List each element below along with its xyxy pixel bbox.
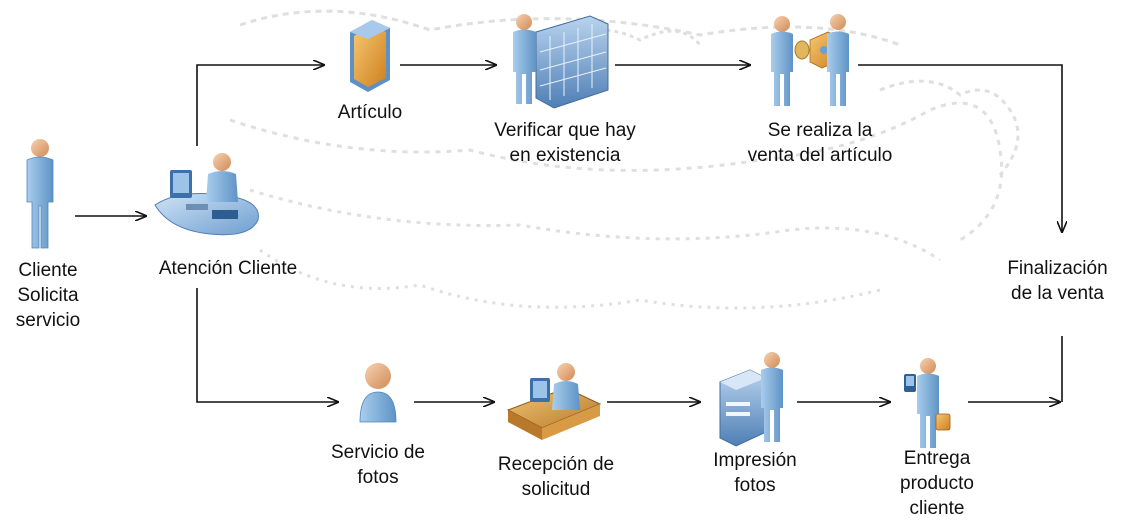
node-impresion-label: Impresión fotos <box>700 448 810 498</box>
label-line: fotos <box>734 475 776 496</box>
node-verificar-label: Verificar que hay en existencia <box>480 118 650 168</box>
label-line: Artículo <box>337 102 403 123</box>
label-line: Recepción de <box>497 454 615 475</box>
arrow-atencion-to-servicio-fotos <box>196 288 338 402</box>
sale-exchange-icon <box>771 14 849 106</box>
node-finalizacion-label: Finalización de la venta <box>995 256 1120 306</box>
connectors <box>75 65 1062 402</box>
node-entrega-label: Entrega producto cliente <box>882 446 992 521</box>
label-line: Atención Cliente <box>158 258 298 279</box>
label-line: servicio <box>15 310 81 331</box>
label-line: Impresión <box>713 450 797 471</box>
label-line: Servicio de <box>331 442 425 463</box>
product-box-icon <box>350 20 390 92</box>
label-line: en existencia <box>509 145 621 166</box>
person-icon <box>26 139 54 249</box>
node-recepcion-label: Recepción de solicitud <box>486 452 626 502</box>
label-line: cliente <box>909 498 965 519</box>
label-line: Verificar que hay <box>494 120 636 141</box>
arrow-venta-to-finalizacion <box>858 64 1062 232</box>
label-line: venta del artículo <box>747 145 893 166</box>
operator-desk-icon <box>154 153 259 236</box>
user-bust-icon <box>359 363 397 423</box>
server-rack-person-icon <box>513 14 609 109</box>
label-line: Se realiza la <box>767 120 873 141</box>
label-line: Entrega <box>903 448 971 469</box>
label-line: producto <box>900 473 974 494</box>
delivery-person-icon <box>904 358 951 448</box>
label-line: fotos <box>357 467 399 488</box>
arrow-atencion-to-articulo <box>196 65 324 146</box>
node-articulo-label: Artículo <box>320 100 420 125</box>
node-venta-label: Se realiza la venta del artículo <box>730 118 910 168</box>
label-line: Solicita <box>17 285 79 306</box>
printer-person-icon <box>719 352 783 447</box>
label-line: Finalización <box>1007 258 1108 279</box>
node-atencion-label: Atención Cliente <box>138 256 318 281</box>
reception-desk-icon <box>506 363 602 440</box>
label-line: Cliente <box>18 260 78 281</box>
label-line: solicitud <box>521 479 591 500</box>
node-servicio-fotos-label: Servicio de fotos <box>318 440 438 490</box>
label-line: de la venta <box>1011 283 1104 304</box>
